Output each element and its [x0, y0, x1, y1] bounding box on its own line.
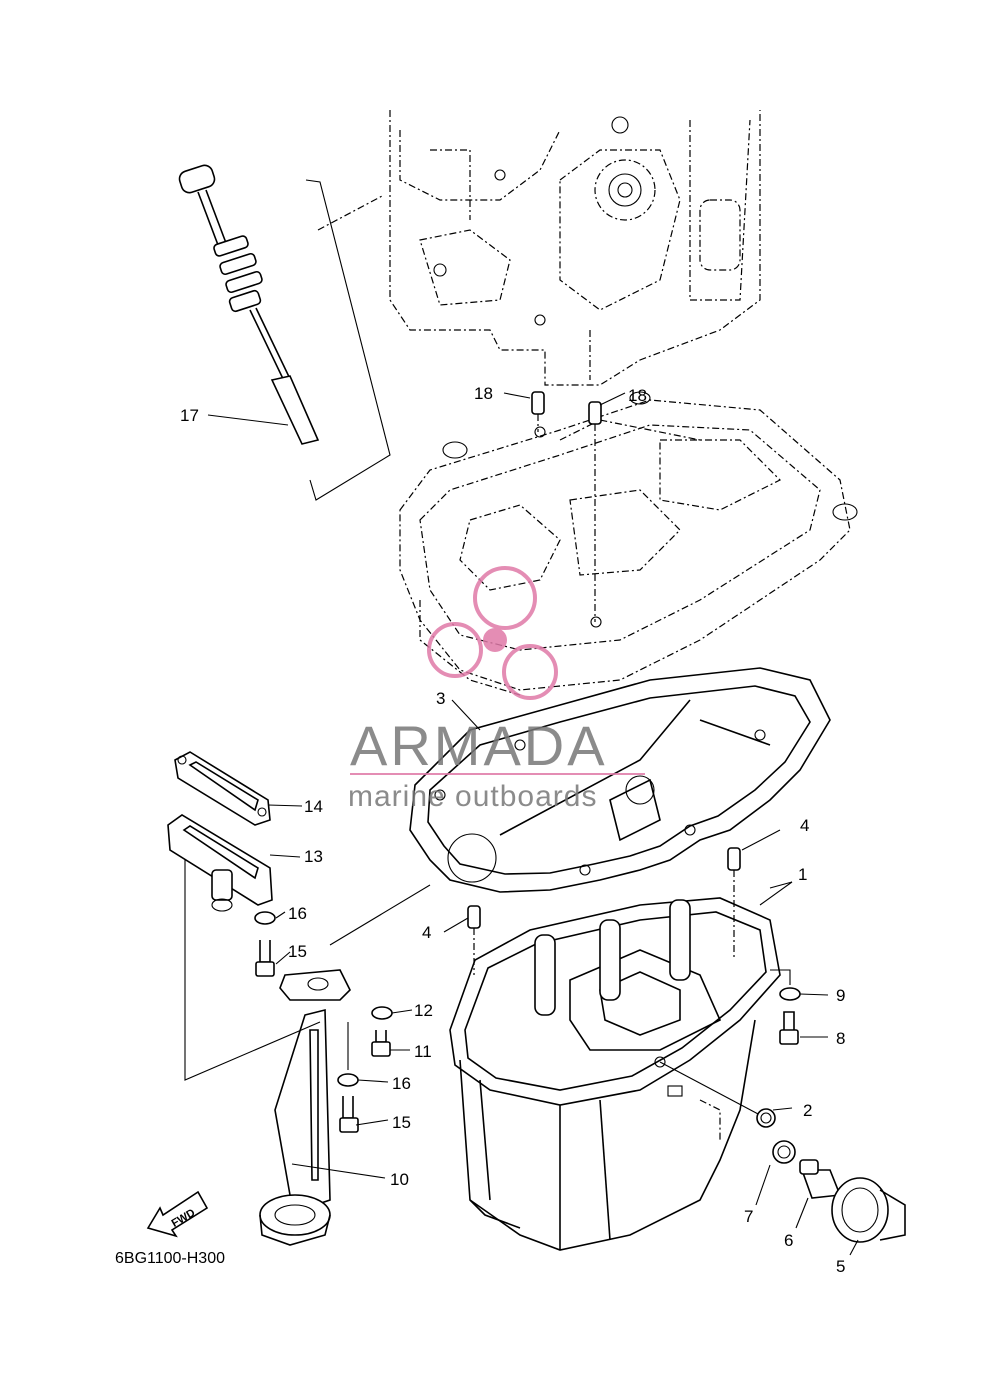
callout-2: 2 — [803, 1101, 812, 1120]
dowel-pins-4 — [467, 847, 741, 975]
callout-8: 8 — [836, 1029, 845, 1048]
dowel-pins-18 — [531, 391, 602, 622]
fwd-arrow-icon: FWD — [146, 1190, 209, 1238]
callout-15-top: 15 — [288, 942, 307, 961]
callout-11: 11 — [414, 1042, 432, 1061]
callout-10: 10 — [390, 1170, 409, 1189]
fasteners-drawing — [254, 911, 393, 1133]
watermark-underline — [350, 773, 645, 775]
callout-7: 7 — [744, 1207, 753, 1226]
callout-1: 1 — [798, 865, 807, 884]
callout-16-bottom: 16 — [392, 1074, 411, 1093]
callout-4-right: 4 — [800, 816, 809, 835]
upper-case-drawing — [399, 391, 858, 696]
callout-9: 9 — [836, 986, 845, 1005]
callout-12: 12 — [414, 1001, 433, 1020]
callout-14: 14 — [304, 797, 323, 816]
dipstick-drawing — [178, 164, 391, 501]
callout-6: 6 — [784, 1231, 793, 1250]
callout-17: 17 — [180, 406, 199, 425]
callout-16-top: 16 — [288, 904, 307, 923]
drain-parts-drawing — [659, 1061, 906, 1243]
callout-18-right: 18 — [628, 386, 647, 405]
callout-15-bottom: 15 — [392, 1113, 411, 1132]
callout-5: 5 — [836, 1257, 845, 1276]
oil-strainer-drawing — [184, 850, 431, 1246]
bolts-8-9-drawing — [770, 969, 801, 1045]
watermark-logo-icon — [427, 566, 558, 700]
callout-4-left: 4 — [422, 923, 431, 942]
cover-gasket-drawing — [167, 751, 273, 912]
gasket-drawing — [409, 667, 831, 893]
drawing-code: 6BG1100-H300 — [115, 1250, 225, 1267]
watermark-tagline: marine outboards — [348, 780, 597, 813]
callout-3: 3 — [436, 689, 445, 708]
watermark: ARMADA marine outboards — [348, 566, 645, 813]
engine-block-drawing — [389, 110, 761, 386]
callout-numbers: 17 18 18 3 4 4 1 9 8 2 7 6 5 14 13 16 15… — [180, 384, 845, 1276]
watermark-brand: ARMADA — [350, 714, 608, 777]
oil-pan-drawing — [449, 897, 781, 1251]
callout-18-left: 18 — [474, 384, 493, 403]
leader-lines — [207, 392, 859, 1256]
callout-13: 13 — [304, 847, 323, 866]
